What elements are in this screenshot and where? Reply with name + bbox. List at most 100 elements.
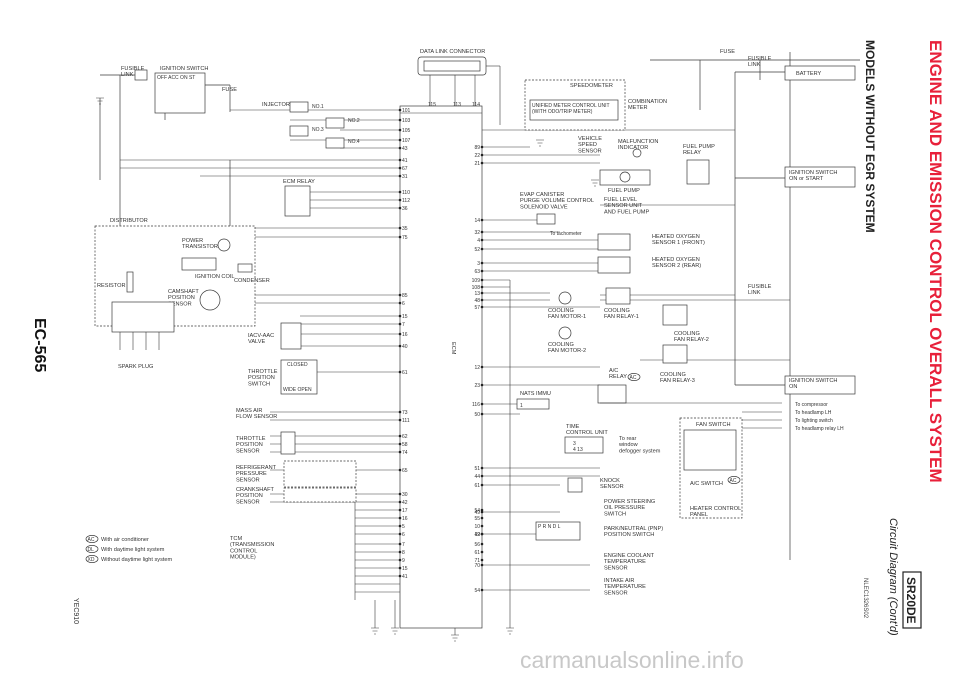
section-title: ENGINE AND EMISSION CONTROL OVERALL SYST… xyxy=(926,40,945,483)
ecm-pin-right: 13 xyxy=(474,291,480,297)
doc-code: YEC910 xyxy=(72,598,79,624)
resistor-label: RESISTOR xyxy=(97,283,126,289)
engine-code: SR20DE xyxy=(904,577,918,624)
ecm-pin-right: 61 xyxy=(474,483,480,489)
ac-switch-label: A/C SWITCH xyxy=(690,481,723,487)
ecm-pin-left: 74 xyxy=(402,450,408,456)
junction-dot xyxy=(398,508,402,512)
right-supply xyxy=(482,52,860,560)
ignition-switch-label: IGNITION SWITCH xyxy=(160,66,208,72)
junction-dot xyxy=(398,293,402,297)
ecm-pin-right: 22 xyxy=(474,153,480,159)
ecm-pin-right: 44 xyxy=(474,474,480,480)
junction-dot xyxy=(398,235,402,239)
data-link-connector-label: DATA LINK CONNECTOR xyxy=(420,49,485,55)
fuse-left-label: FUSE xyxy=(222,87,237,93)
ecm-pin-right: 50 xyxy=(474,412,480,418)
junction-dot xyxy=(480,516,484,520)
junction-dot xyxy=(480,383,484,387)
ecm-relay-label: ECM RELAY xyxy=(283,179,315,185)
distributor-label: DISTRIBUTOR xyxy=(110,218,148,224)
ecm-pin-left: 6 xyxy=(402,301,405,307)
ecm-left-wires xyxy=(120,109,456,635)
subtitle: Circuit Diagram (Cont'd) xyxy=(887,518,899,636)
junction-dot xyxy=(398,468,402,472)
ecm-pin-left: 65 xyxy=(402,468,408,474)
junction-dot xyxy=(480,230,484,234)
ecm-pin-right: 21 xyxy=(474,161,480,167)
junction-dot xyxy=(398,146,402,150)
junction-dot xyxy=(480,474,484,478)
ecm-pin-left: 41 xyxy=(402,158,408,164)
ecm-pin-right: 14 xyxy=(474,218,480,224)
junction-dot xyxy=(398,301,402,305)
ecm-pin-left: 35 xyxy=(402,226,408,232)
junction-dot xyxy=(398,492,402,496)
spark-plug-label: SPARK PLUG xyxy=(118,364,153,370)
ecm-pin-left: 110 xyxy=(402,190,410,196)
models-title: MODELS WITHOUT EGR SYSTEM xyxy=(863,40,877,233)
watermark: carmanualsonline.info xyxy=(520,647,744,673)
junction-dot xyxy=(398,542,402,546)
injector-label: INJECTOR xyxy=(262,102,290,108)
junction-dot xyxy=(398,550,402,554)
junction-dot xyxy=(480,153,484,157)
legend-badge-dl: DL xyxy=(88,547,95,553)
junction-dot xyxy=(398,190,402,194)
injector-no4: NO.4 xyxy=(348,139,360,145)
junction-dot xyxy=(398,500,402,504)
condenser-label: CONDENSER xyxy=(234,278,270,284)
pnp-switch-label: PARK/NEUTRAL (PNP)POSITION SWITCH xyxy=(604,526,663,538)
ecm-pin-right: 3 xyxy=(477,261,480,267)
ecm-pin-left: 103 xyxy=(402,118,411,124)
ecm-pin-right: 48 xyxy=(474,298,480,304)
data-link-connector: DATA LINK CONNECTOR xyxy=(417,49,501,125)
junction-dot xyxy=(480,278,484,282)
ecm-pin-left: 61 xyxy=(402,370,408,376)
ecm-pin-right: 55 xyxy=(474,516,480,522)
ecm-pin-right: 57 xyxy=(474,305,480,311)
right-outputs: To compressor To headlamp LH To lighting… xyxy=(600,402,844,432)
junction-dot xyxy=(398,226,402,230)
ecm-pin-right: 19 xyxy=(474,532,480,538)
ecm-block: ECM xyxy=(399,105,483,629)
junction-dot xyxy=(398,138,402,142)
nats-immu-label: NATS IMMU xyxy=(520,391,551,397)
to-tachometer: To tachometer xyxy=(550,231,582,237)
ecm-pin-right: 23 xyxy=(474,383,480,389)
ecm-pin-right: 52 xyxy=(474,247,480,253)
pnp-letters: P R N D L xyxy=(538,524,561,530)
junction-dot xyxy=(480,161,484,165)
ground-symbols xyxy=(96,97,599,642)
ecm-pin-right: 63 xyxy=(474,269,480,275)
junction-dot xyxy=(398,314,402,318)
junction-dot xyxy=(398,108,402,112)
junction-dot xyxy=(398,566,402,570)
ecm-pin-left: 30 xyxy=(402,492,408,498)
ecm-pin-left: 36 xyxy=(402,206,408,212)
junction-dot xyxy=(480,402,484,406)
junction-dot xyxy=(480,269,484,273)
junction-dot xyxy=(480,466,484,470)
junction-dot xyxy=(398,322,402,326)
ecm-pin-right: 12 xyxy=(474,365,480,371)
ecm-pin-left: 6 xyxy=(402,532,405,538)
nats-pin: 1 xyxy=(520,403,523,409)
